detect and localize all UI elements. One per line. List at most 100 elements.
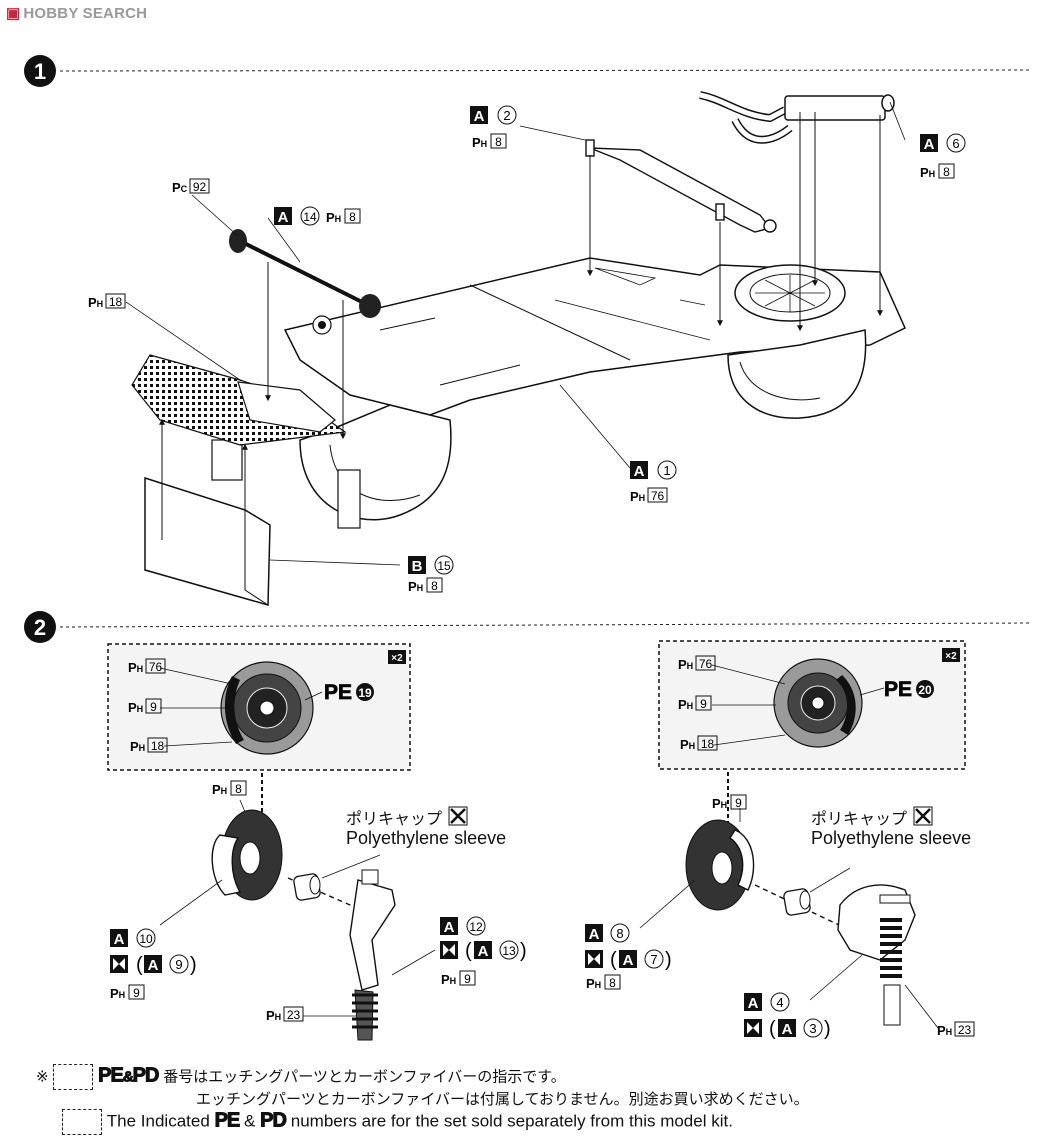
- svg-text:A: A: [634, 463, 645, 480]
- left-disc-ph8: PH 8: [212, 780, 247, 797]
- right-label-a4: A 4: [744, 992, 790, 1012]
- left-pe19: PE 19: [324, 681, 374, 704]
- step-2-divider: [59, 622, 1031, 628]
- svg-text:9: 9: [133, 986, 140, 1000]
- chassis-floor: [131, 257, 906, 529]
- step-1-number: 1: [34, 59, 46, 84]
- svg-text:A: A: [444, 919, 455, 936]
- svg-text:8: 8: [431, 579, 438, 593]
- svg-text:PH: PH: [712, 796, 727, 811]
- label-a14: A 14: [274, 206, 320, 226]
- svg-text:): ): [190, 954, 197, 976]
- svg-text:8: 8: [495, 135, 502, 149]
- label-b15-ph: PH 8: [408, 577, 443, 594]
- watermark-text: HOBBY SEARCH: [23, 5, 148, 22]
- svg-text:9: 9: [175, 957, 182, 972]
- svg-text:PH: PH: [212, 782, 227, 797]
- svg-text:PC: PC: [172, 180, 188, 195]
- left-a10-ph9: PH 9: [110, 984, 145, 1001]
- svg-text:A: A: [474, 108, 485, 125]
- left-label-a10: A 10: [110, 928, 156, 948]
- left-label-a10-mirror-a9: ( A 9 ): [110, 954, 197, 976]
- step-1-header: 1: [24, 55, 1031, 87]
- svg-text:A: A: [924, 136, 935, 153]
- footnote-pd-2: PD: [260, 1109, 288, 1132]
- hobby-search-logo-icon: ▣: [6, 5, 21, 22]
- left-label-a12-mirror-a13: ( A 13 ): [440, 940, 527, 962]
- svg-text:PH: PH: [266, 1008, 281, 1023]
- svg-text:92: 92: [193, 180, 207, 194]
- left-brake-assembly: [159, 773, 436, 1041]
- svg-text:): ): [520, 940, 527, 962]
- svg-text:19: 19: [358, 686, 372, 700]
- svg-text:A: A: [278, 209, 289, 226]
- svg-text:8: 8: [349, 210, 356, 224]
- label-a2: A 2: [470, 105, 517, 125]
- svg-text:8: 8: [609, 976, 616, 990]
- label-a2-ph: PH 8: [472, 133, 507, 150]
- footnote-pd: PD: [132, 1064, 160, 1087]
- svg-text:PH: PH: [128, 700, 143, 715]
- svg-text:PH: PH: [472, 135, 487, 150]
- svg-text:9: 9: [735, 796, 742, 810]
- svg-text:8: 8: [235, 782, 242, 796]
- right-detail-box: ×2: [658, 640, 966, 770]
- exhaust-a6: [699, 91, 895, 144]
- right-ph23: PH 23: [937, 1021, 975, 1038]
- panel-b15: [144, 476, 271, 606]
- footnote-ja-1: 番号はエッチングパーツとカーボンファイバーの指示です。: [163, 1067, 566, 1086]
- svg-text:23: 23: [287, 1008, 301, 1022]
- svg-text:): ): [665, 949, 672, 971]
- footnote-pe: PE: [98, 1064, 125, 1087]
- panel-b15-edge: [244, 510, 269, 606]
- svg-text:12: 12: [469, 920, 483, 934]
- svg-text:20: 20: [918, 683, 932, 697]
- left-detail-box: ×2: [107, 643, 411, 771]
- svg-text:9: 9: [464, 972, 471, 986]
- svg-text:PH: PH: [128, 660, 143, 675]
- right-label-a8: A 8: [585, 923, 630, 943]
- left-ph23: PH 23: [266, 1006, 304, 1023]
- step-1-arrows: [159, 112, 883, 540]
- footnote-mark: ※: [36, 1067, 49, 1086]
- label-a1-ph: PH 76: [630, 487, 668, 504]
- rod-a14: [229, 229, 381, 318]
- svg-text:(: (: [610, 949, 617, 971]
- right-disc-ph9: PH 9: [712, 794, 747, 811]
- svg-text:4: 4: [776, 995, 783, 1010]
- label-pc92: PC 92: [172, 178, 210, 195]
- label-a1: A 1: [630, 460, 677, 480]
- left-a12-ph9: PH 9: [441, 970, 476, 987]
- left-polycap-ja: ポリキャップ: [346, 809, 443, 828]
- footnote-line-1: ※ PE&PD 番号はエッチングパーツとカーボンファイバーの指示です。: [36, 1064, 566, 1090]
- svg-text:×2: ×2: [945, 651, 957, 662]
- footnote-amp: &: [122, 1068, 134, 1086]
- svg-text:(: (: [136, 954, 143, 976]
- left-box-ph9: PH 9: [128, 698, 162, 715]
- label-a6: A 6: [920, 133, 966, 153]
- right-box-ph76: PH 76: [678, 655, 716, 672]
- svg-text:7: 7: [650, 952, 657, 967]
- label-a14-ph: PH 8: [326, 208, 361, 225]
- label-ph18: PH 18: [88, 293, 126, 310]
- step-1-leaders: [125, 101, 906, 566]
- dashed-box-icon: [53, 1064, 94, 1090]
- svg-text:PH: PH: [920, 165, 935, 180]
- svg-text:A: A: [478, 943, 489, 960]
- svg-text:PH: PH: [680, 737, 695, 752]
- label-b15: B 15: [408, 555, 454, 575]
- footnote-ja-2: エッチングパーツとカーボンファイバーは付属しておりません。別途お買い求めください…: [196, 1090, 809, 1108]
- step-1-badge: [24, 55, 56, 87]
- right-polycap-icon: [913, 806, 933, 826]
- left-box-ph76: PH 76: [128, 658, 166, 675]
- link-arm-a2: [585, 139, 777, 233]
- right-brake-assembly: [639, 772, 939, 1029]
- svg-text:76: 76: [651, 489, 665, 503]
- svg-text:B: B: [412, 558, 423, 575]
- svg-text:(: (: [769, 1018, 776, 1040]
- svg-text:A: A: [623, 952, 634, 969]
- footnote-line-2: エッチングパーツとカーボンファイバーは付属しておりません。別途お買い求めください…: [196, 1088, 809, 1109]
- svg-text:PE: PE: [884, 678, 912, 701]
- dashed-box-icon-2: [62, 1109, 102, 1135]
- svg-text:A: A: [114, 931, 125, 948]
